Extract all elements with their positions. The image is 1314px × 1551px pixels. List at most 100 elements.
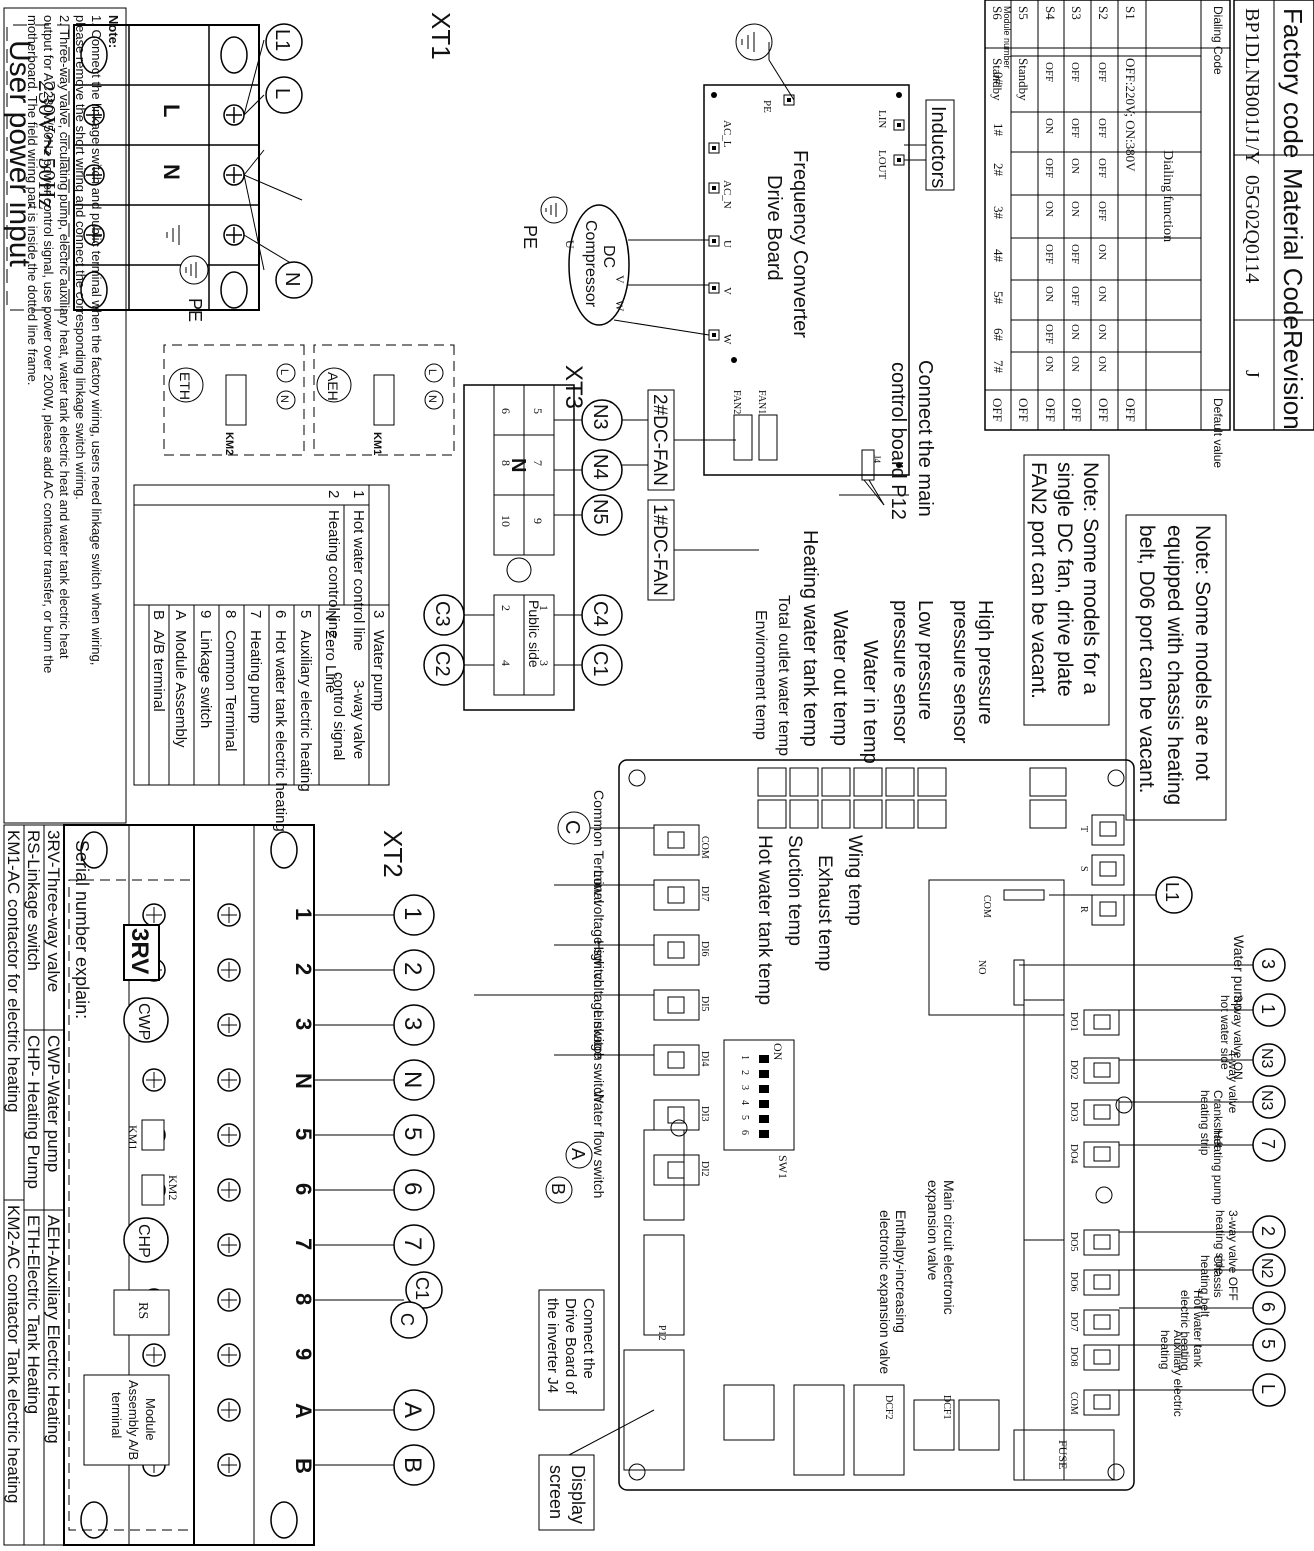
xt2-num-3: 3 xyxy=(291,1018,316,1030)
xt2-terminal-numbers: 1 2 3 N 5 6 7 8 9 A B xyxy=(291,908,316,1474)
hot-water-tank-temp: Hot water tank temp xyxy=(754,835,775,1005)
inverter-v-label: V xyxy=(721,287,733,295)
xt2-circle-n: N xyxy=(399,1071,426,1088)
legend-v-a: Module Assembly xyxy=(172,630,189,748)
sensor-high-pressure-1: High pressure xyxy=(974,600,996,725)
water-flow-switch: Water flow switch xyxy=(591,1090,607,1198)
earth-icon-top xyxy=(735,23,795,101)
xt2-circle-b: B xyxy=(399,1457,426,1473)
c3-label: C3 xyxy=(431,601,453,627)
suction-temp: Suction temp xyxy=(784,835,805,946)
xt2-rs: RS xyxy=(135,1302,150,1319)
dial-def-s3: OFF xyxy=(1069,398,1084,422)
inverter-title-1: Frequency Converter xyxy=(789,150,811,338)
module-ab-2: Assembly A/B xyxy=(126,1380,141,1460)
notes-right: Note: Some models are not equipped with … xyxy=(1023,454,1227,821)
dial-def-s4: OFF xyxy=(1043,398,1058,422)
output-1-label: 3-way valve ONhot water side xyxy=(1218,995,1245,1080)
xt3-pin-10: 10 xyxy=(499,515,513,527)
compressor-w: W xyxy=(613,300,627,312)
main-control-board: Wing temp Exhaust temp Suction temp Hot … xyxy=(474,759,1135,1531)
xt2-num-1: 1 xyxy=(291,908,316,920)
material-code-label: Material Code xyxy=(1278,168,1308,330)
compressor-pe: PE xyxy=(520,225,540,249)
sw1-num-2: 2 xyxy=(739,1070,750,1075)
sensor-heating-tank: Heating water tank temp xyxy=(799,530,821,747)
do-7: DO7 xyxy=(1068,1312,1079,1331)
xt3-pin-9: 9 xyxy=(531,518,545,524)
note-title: Note: xyxy=(106,15,121,48)
xt2-screw xyxy=(142,1068,166,1092)
serial-km2: KM2-AC contactor Tank electric heating xyxy=(4,1205,23,1503)
sw1-num-5: 5 xyxy=(739,1115,750,1120)
eth-label: ETH xyxy=(177,372,193,400)
terminal-r: R xyxy=(1078,906,1089,913)
sensor-low-pressure-1: Low pressure xyxy=(914,600,936,720)
dial-code-s5: S5 xyxy=(1016,6,1031,20)
xt2-chp: CHP xyxy=(135,1224,152,1258)
p12-label: P12 xyxy=(656,1325,667,1341)
output-7-label: Heating pump xyxy=(1211,1130,1225,1205)
contactor-aeh: AEH KM1 L N ETH KM2 L N xyxy=(163,344,455,456)
di-com: COM xyxy=(699,836,710,859)
enthalpy-1: Enthalpy-increasing xyxy=(893,1210,909,1333)
m2-s2: OFF xyxy=(1096,158,1108,178)
eth-l: L xyxy=(278,369,290,375)
dial-def-s5: OFF xyxy=(1016,398,1031,422)
common-terminal: Common Terminal xyxy=(591,790,607,903)
xt1-l-label: L xyxy=(271,88,293,99)
m6-s4: OFF xyxy=(1043,324,1055,344)
ab-connector xyxy=(623,1129,1000,1476)
linkage-switch: Linkage switch xyxy=(591,1010,607,1102)
serial-explain: Serial number explain: 3RV-Three-way val… xyxy=(3,824,92,1546)
sw1-num-3: 3 xyxy=(739,1085,750,1090)
material-code-value: 05G02Q0114 xyxy=(1241,175,1263,283)
fan2-dc-label: 2#DC-FAN xyxy=(649,394,670,486)
output-n3b: N3 xyxy=(1258,1090,1275,1111)
ac-n-label: AC_N xyxy=(721,180,733,209)
serial-eth: ETH-Electric Tank Heating xyxy=(24,1215,43,1414)
fan1-dc-label: 1#DC-FAN xyxy=(649,504,670,596)
output-n3b-label: Crankshaftheating strip xyxy=(1198,1090,1225,1156)
xt2-screw xyxy=(217,1398,241,1422)
inverter-board: Frequency Converter Drive Board Inductor… xyxy=(703,84,955,520)
dial-def-s1: OFF xyxy=(1123,398,1138,422)
do-1: DO1 xyxy=(1068,1012,1079,1031)
public-pin-2: 2 xyxy=(499,605,513,611)
dial-code-header: Dialing Code xyxy=(1211,6,1225,75)
connect-main-line-1: Connect the main xyxy=(914,360,936,517)
sw1-num-1: 1 xyxy=(739,1055,750,1060)
xt1-n-label: N xyxy=(281,272,303,286)
legend-k-b: B xyxy=(150,610,167,620)
output-n2-label: Chassisheating belt xyxy=(1198,1255,1225,1318)
board-b-label: B xyxy=(548,1183,568,1195)
display-1: Display xyxy=(568,1465,588,1524)
fan2-label: FAN2 xyxy=(731,390,742,414)
revision-value: J xyxy=(1241,370,1263,378)
output-6: 6 xyxy=(1258,1302,1278,1312)
xt1-block: XT1 L N 230V～50Hz User power input xyxy=(3,12,456,322)
dc-compressor: DC Compressor U V W PE xyxy=(520,196,710,336)
xt1-screws xyxy=(83,104,245,246)
sensor-connectors xyxy=(757,767,1067,829)
legend-v-b: A/B terminal xyxy=(150,630,167,712)
xt1-voltage: 230V～50Hz xyxy=(33,80,59,209)
m4-s3: OFF xyxy=(1069,244,1081,264)
xt2-3rv: 3RV xyxy=(126,928,153,974)
legend-v-9: Linkage switch xyxy=(197,630,214,728)
note-line-1: 1. Connect the linkage switch and public… xyxy=(89,15,104,665)
dial-code-s1: S1 xyxy=(1123,6,1138,20)
dial-code-s6: S6 xyxy=(990,6,1005,20)
xt2-num-6: 6 xyxy=(291,1183,316,1195)
legend-v-7: Heating pump xyxy=(247,630,264,723)
compressor-v: V xyxy=(613,275,627,284)
header-block: Factory code BP1DLNB001J1/Y Material Cod… xyxy=(1233,0,1314,431)
legend-k-7: 7 xyxy=(247,610,264,618)
m7-s2: ON xyxy=(1096,356,1108,372)
dial-func-s1: OFF:220V; ON:380V xyxy=(1123,58,1138,172)
do-6: DO6 xyxy=(1068,1272,1079,1291)
fan-note-line-3: FAN2 port can be vacant. xyxy=(1027,462,1050,699)
wing-temp: Wing temp xyxy=(844,835,865,926)
output-2: 2 xyxy=(1258,1226,1278,1236)
